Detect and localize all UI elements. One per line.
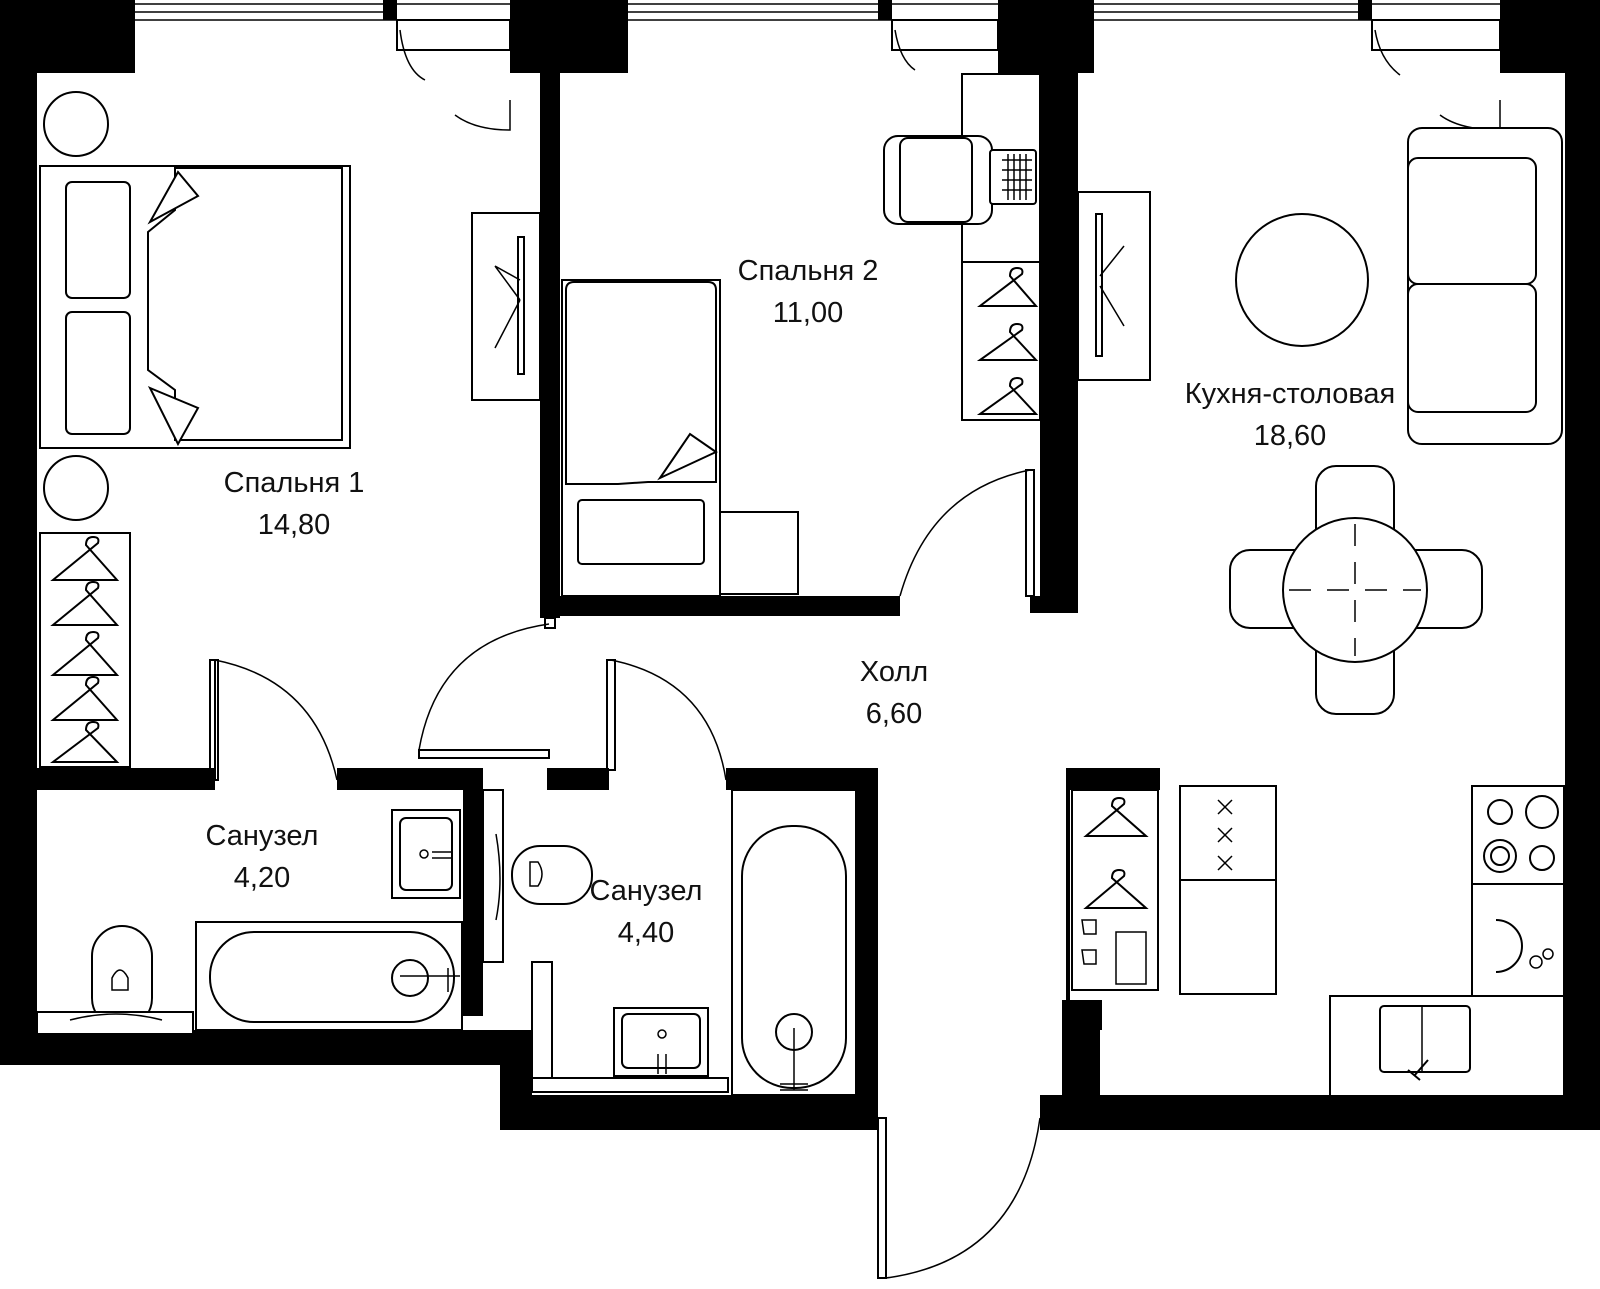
door-icon (396, 19, 511, 131)
double-bed-icon (39, 165, 351, 449)
room-label-bathroom-2: Санузел 4,40 (590, 870, 703, 954)
room-name: Санузел (205, 820, 319, 852)
bedroom-1-furniture (39, 91, 541, 781)
room-name: Санузел (589, 875, 703, 907)
wardrobe-icon (39, 532, 131, 768)
bathroom-2-furniture (482, 789, 857, 1096)
room-label-bedroom-1: Спальня 1 14,80 (224, 462, 365, 546)
wardrobe-icon (1071, 789, 1159, 991)
room-label-kitchen-dining: Кухня-столовая 18,60 (1185, 373, 1396, 457)
door-icon (891, 19, 999, 71)
window-icon (628, 3, 998, 21)
armchair-icon (883, 135, 993, 225)
round-table-icon (1235, 213, 1369, 347)
sofa-icon (1407, 127, 1563, 445)
hall-doors (418, 617, 1041, 1279)
lamp-icon (43, 455, 109, 521)
door-icon (877, 1117, 1041, 1279)
room-area: 11,00 (772, 297, 844, 329)
door-icon (209, 659, 338, 781)
room-name: Спальня 1 (223, 467, 365, 499)
room-name: Кухня-столовая (1184, 378, 1396, 410)
window-icon (1094, 3, 1500, 21)
bathtub-icon (731, 789, 857, 1096)
washing-machine-icon (1471, 883, 1565, 997)
cabinet-icon (1179, 785, 1277, 995)
toilet-icon (511, 845, 593, 905)
bathroom-1-furniture (36, 809, 463, 1035)
window-icon (135, 3, 510, 21)
hanger-icon (976, 266, 1039, 415)
room-name: Спальня 2 (737, 255, 879, 287)
room-area: 6,60 (865, 698, 923, 730)
tv-unit-icon (1077, 191, 1151, 381)
tv-unit-icon (471, 212, 541, 401)
room-area: 4,20 (233, 862, 291, 894)
lamp-icon (43, 91, 109, 157)
hanger-icon (50, 535, 120, 763)
door-icon (418, 617, 556, 759)
door-icon (899, 469, 1035, 597)
shelf-icon (36, 1011, 194, 1035)
shelf-icon (531, 1077, 729, 1093)
room-label-bedroom-2: Спальня 2 11,00 (738, 250, 879, 334)
radiator-icon (482, 789, 504, 963)
room-area: 14,80 (257, 509, 331, 541)
bedroom-2-furniture (561, 73, 1041, 597)
single-bed-icon (561, 279, 799, 597)
room-label-bathroom-1: Санузел 4,20 (206, 815, 319, 899)
room-label-hall: Холл 6,60 (860, 651, 928, 735)
room-area: 4,40 (617, 917, 675, 949)
sink-icon (1329, 995, 1565, 1097)
bathtub-icon (195, 921, 463, 1031)
desk-icon (883, 73, 1041, 421)
stove-icon (1471, 785, 1565, 885)
windows (135, 3, 1501, 131)
door-icon (1371, 19, 1501, 131)
sink-icon (391, 809, 461, 899)
hanger-icon (1083, 796, 1149, 909)
dining-table-icon (1229, 465, 1483, 715)
kitchen-furniture (1071, 127, 1565, 1097)
laptop-icon (989, 149, 1037, 205)
room-name: Холл (859, 656, 929, 688)
room-area: 18,60 (1253, 420, 1327, 452)
sink-icon (613, 1007, 709, 1077)
door-icon (606, 659, 727, 781)
shelf-icon (531, 961, 553, 1091)
